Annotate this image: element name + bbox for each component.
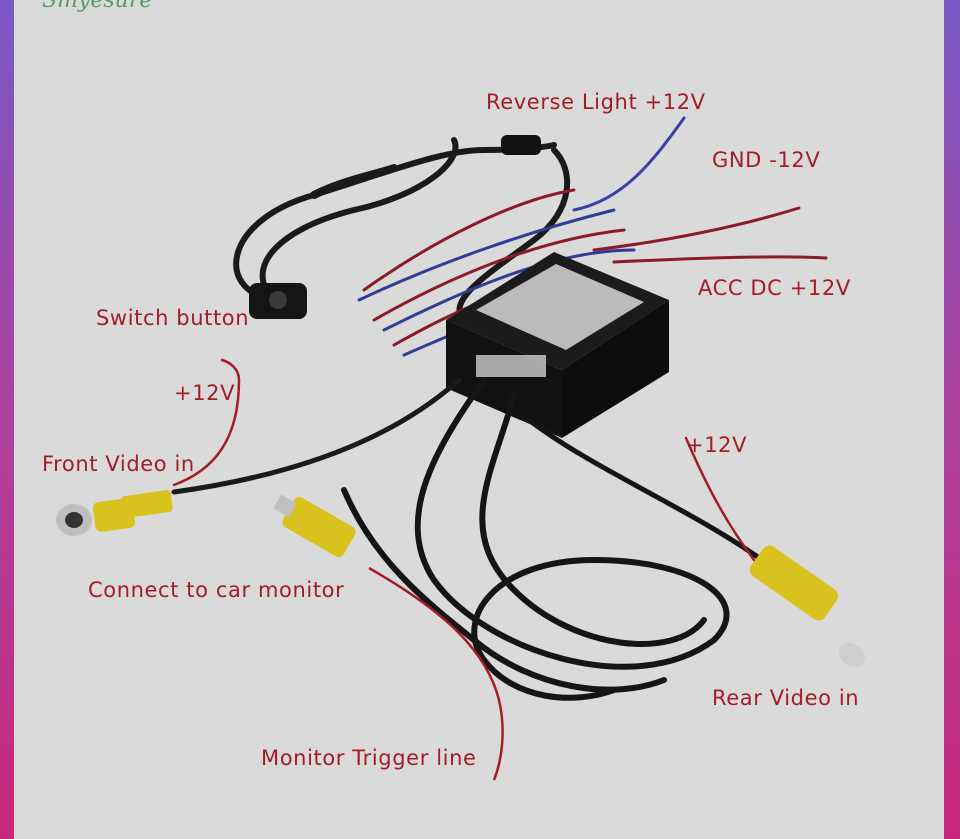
rear-12v-label: +12V [686, 433, 748, 457]
rear-12v-wire [684, 436, 756, 562]
monitor-cable-coil [341, 377, 730, 701]
rear-video-label: Rear Video in [712, 686, 860, 710]
front-video-label: Front Video in [42, 452, 195, 476]
switch-button [249, 283, 307, 319]
monitor-trigger-label: Monitor Trigger line [261, 746, 477, 770]
connect-monitor-label: Connect to car monitor [88, 578, 345, 602]
front-video-rca [56, 490, 173, 536]
monitor-rca [273, 494, 356, 558]
front-video-cable [171, 377, 462, 495]
front-12v-label: +12V [174, 381, 236, 405]
gnd-label: GND -12V [712, 148, 821, 172]
wiring-illustration [56, 116, 866, 781]
front-12v-wire [172, 358, 241, 487]
logo-watermark: Smyesure [42, 0, 153, 13]
control-box [446, 252, 669, 438]
product-photo: Smyesure [14, 0, 944, 839]
trigger-wire [368, 566, 504, 781]
switch-button-label: Switch button [96, 306, 250, 330]
reverse-light-label: Reverse Light +12V [486, 90, 706, 114]
barrel-connector [501, 135, 541, 155]
acc-label: ACC DC +12V [698, 276, 851, 300]
rear-video-rca [749, 545, 866, 668]
rear-video-cable [526, 417, 772, 568]
